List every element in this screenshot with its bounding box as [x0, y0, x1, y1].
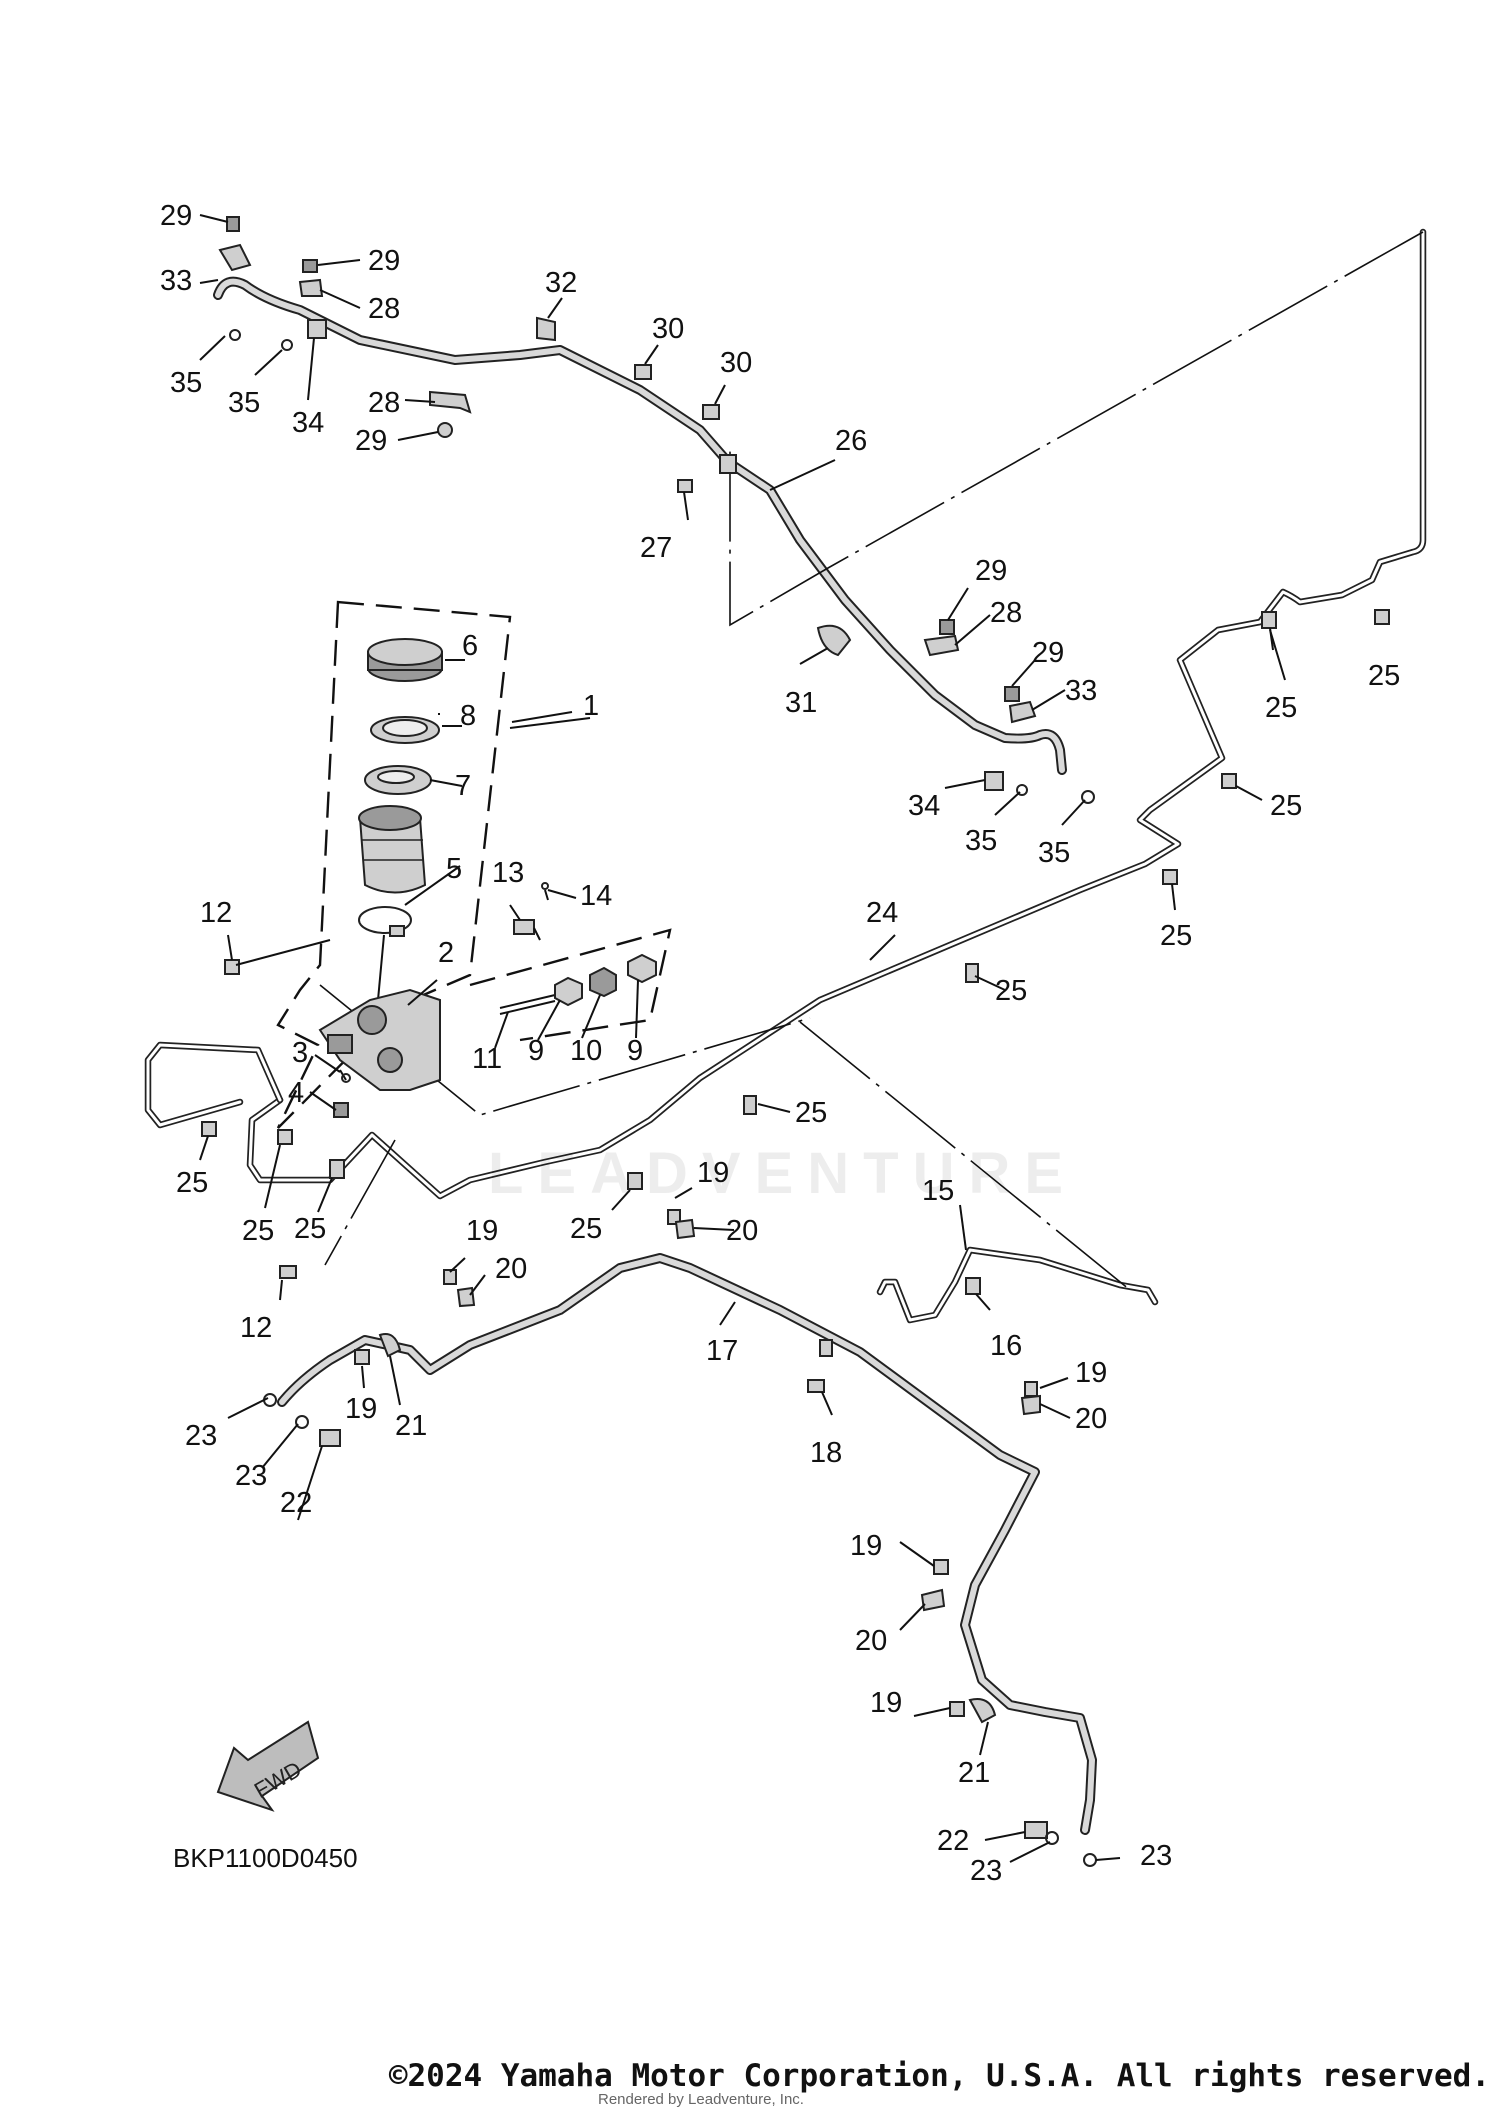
callout-9: 9: [528, 1035, 544, 1067]
callout-35: 35: [965, 825, 997, 857]
callout-5: 5: [446, 853, 462, 885]
callout-34: 34: [292, 407, 324, 439]
brake-pipe-24: [144, 228, 1427, 1200]
callout-25: 25: [795, 1097, 827, 1129]
callout-20: 20: [495, 1253, 527, 1285]
leader-lines: [199, 214, 1286, 1863]
callout-34: 34: [908, 790, 940, 822]
callout-27: 27: [640, 532, 672, 564]
callout-25: 25: [1368, 660, 1400, 692]
watermark: LEADVENTURE: [488, 1141, 1078, 1206]
callout-10: 10: [570, 1035, 602, 1067]
callout-29: 29: [160, 200, 192, 232]
callout-20: 20: [726, 1215, 758, 1247]
callout-19: 19: [466, 1215, 498, 1247]
callout-25: 25: [1270, 790, 1302, 822]
callout-19: 19: [697, 1157, 729, 1189]
callout-25: 25: [1265, 692, 1297, 724]
callout-12: 12: [240, 1312, 272, 1344]
callout-23: 23: [185, 1420, 217, 1452]
callout-13: 13: [492, 857, 524, 889]
callout-25: 25: [242, 1215, 274, 1247]
callout-28: 28: [368, 293, 400, 325]
callout-23: 23: [235, 1460, 267, 1492]
callout-35: 35: [1038, 837, 1070, 869]
callout-35: 35: [170, 367, 202, 399]
callout-28: 28: [368, 387, 400, 419]
callout-19: 19: [1075, 1357, 1107, 1389]
callout-11: 11: [472, 1043, 502, 1075]
callout-30: 30: [652, 313, 684, 345]
callout-2: 2: [438, 937, 454, 969]
callout-23: 23: [970, 1855, 1002, 1887]
callout-14: 14: [580, 880, 612, 912]
diagram-code: BKP1100D0450: [173, 1843, 358, 1873]
callout-20: 20: [1075, 1403, 1107, 1435]
callout-25: 25: [995, 975, 1027, 1007]
callout-28: 28: [990, 597, 1022, 629]
callout-24: 24: [866, 897, 898, 929]
callout-17: 17: [706, 1335, 738, 1367]
callout-25: 25: [176, 1167, 208, 1199]
callout-19: 19: [850, 1530, 882, 1562]
callout-3: 3: [292, 1037, 308, 1069]
callout-19: 19: [870, 1687, 902, 1719]
callout-19: 19: [345, 1393, 377, 1425]
callout-29: 29: [1032, 637, 1064, 669]
brake-hose-26: [213, 276, 1067, 775]
callout-4: 4: [288, 1077, 304, 1109]
callout-7: 7: [455, 770, 471, 802]
callout-29: 29: [355, 425, 387, 457]
callout-15: 15: [922, 1175, 954, 1207]
callout-25: 25: [294, 1213, 326, 1245]
callout-33: 33: [160, 265, 192, 297]
copyright-notice: ©2024 Yamaha Motor Corporation, U.S.A. A…: [388, 2058, 1490, 2094]
brake-hose-17: [277, 1253, 1097, 1835]
callout-29: 29: [368, 245, 400, 277]
callout-21: 21: [395, 1410, 427, 1442]
callout-25: 25: [570, 1213, 602, 1245]
callout-21: 21: [958, 1757, 990, 1789]
reference-lines: [319, 231, 1424, 1291]
callout-29: 29: [975, 555, 1007, 587]
callout-9: 9: [627, 1035, 643, 1067]
callout-22: 22: [937, 1825, 969, 1857]
callout-35: 35: [228, 387, 260, 419]
callout-30: 30: [720, 347, 752, 379]
upper-hose-hardware: [218, 216, 1095, 804]
rendered-by-notice: Rendered by Leadventure, Inc.: [598, 2091, 804, 2108]
clips: [201, 609, 1390, 1357]
callout-18: 18: [810, 1437, 842, 1469]
brake-pipe-15: [876, 1246, 1159, 1324]
callout-8: 8: [460, 700, 476, 732]
callout-16: 16: [990, 1330, 1022, 1362]
callout-22: 22: [280, 1487, 312, 1519]
callout-20: 20: [855, 1625, 887, 1657]
fwd-arrow: FWD: [216, 1720, 320, 1812]
callout-labels: 29 33 35 35 34 29 28 28 29 32 30 30 26 2…: [160, 200, 1400, 1887]
callout-26: 26: [835, 425, 867, 457]
callout-6: 6: [462, 630, 478, 662]
callout-33: 33: [1065, 675, 1097, 707]
callout-25: 25: [1160, 920, 1192, 952]
callout-31: 31: [785, 687, 817, 719]
master-cylinder-group: [224, 600, 672, 1279]
callout-23: 23: [1140, 1840, 1172, 1872]
callout-1: 1: [583, 690, 599, 722]
callout-32: 32: [545, 267, 577, 299]
callout-12: 12: [200, 897, 232, 929]
